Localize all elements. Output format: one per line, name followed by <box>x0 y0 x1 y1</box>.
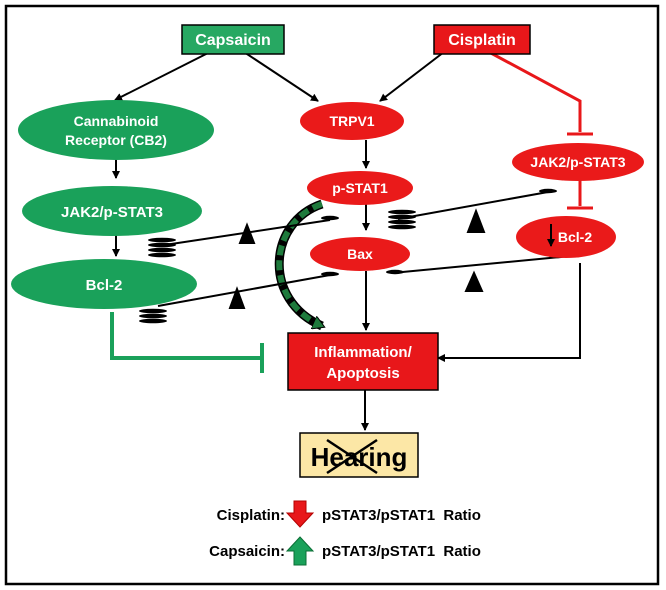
arrow-capsaicin-trpv1 <box>243 51 319 102</box>
hearing-box <box>299 432 419 478</box>
green-inhibition-line <box>110 312 264 373</box>
cross-out-icon <box>326 438 378 475</box>
legend-cisplatin-ratio: pSTAT3/pSTAT1 Ratio <box>322 507 481 524</box>
bcl2-right-node <box>516 216 616 258</box>
legend-capsaicin-label: Capsaicin: <box>209 543 285 560</box>
arrow-capsaicin-cb2 <box>114 51 211 101</box>
arrow-bcl2right-inflammation <box>437 263 581 362</box>
connectors <box>112 51 581 431</box>
inflammation-label-line2: Apoptosis <box>326 365 399 382</box>
seesaw-lower-left <box>157 274 331 307</box>
seesaw-fulcrum-lower-left <box>228 286 246 309</box>
inflammation-label-line1: Inflammation/ <box>314 344 412 361</box>
legend-capsaicin-ratio: pSTAT3/pSTAT1 Ratio <box>322 543 481 560</box>
seesaw-fulcrum-upper-left <box>238 222 256 244</box>
arrow-cisplatin-trpv1 <box>379 51 445 102</box>
bax-node <box>310 237 410 271</box>
seesaw-upper-right <box>397 191 549 220</box>
cisplatin-box <box>433 24 531 55</box>
red-inhibition-lines <box>488 50 593 210</box>
seesaw-lower-right <box>391 256 561 274</box>
cb2-label-line1: Cannabinoid <box>74 113 159 129</box>
cisplatin-label: Cisplatin <box>448 32 516 49</box>
hearing-label: Hearing <box>311 442 408 472</box>
jak2-left-node <box>22 186 202 236</box>
bax-label: Bax <box>347 246 373 262</box>
capsaicin-box <box>181 24 285 55</box>
bcl2-left-label: Bcl-2 <box>86 277 123 294</box>
cb2-node <box>18 100 214 160</box>
pstat1-node <box>307 171 413 205</box>
inflammation-box <box>287 332 439 391</box>
legend-cisplatin-label: Cisplatin: <box>217 507 285 524</box>
jak2-right-node <box>512 143 644 181</box>
capsaicin-label: Capsaicin <box>195 32 271 49</box>
bcl2-right-label: Bcl-2 <box>558 229 592 245</box>
trpv1-label: TRPV1 <box>329 113 374 129</box>
seesaw-fulcrum-lower-right <box>464 270 484 292</box>
seesaws <box>157 191 561 309</box>
cb2-label-line2: Receptor (CB2) <box>65 132 167 148</box>
red-down-arrow-icon <box>285 500 315 528</box>
jak2-left-label: JAK2/p-STAT3 <box>61 204 163 221</box>
jak2-right-label: JAK2/p-STAT3 <box>530 154 625 170</box>
seesaw-fulcrum-upper-right <box>466 208 486 233</box>
green-up-arrow-icon <box>285 536 315 566</box>
bcl2-left-node <box>11 259 197 309</box>
pstat1-label: p-STAT1 <box>332 180 388 196</box>
trpv1-node <box>300 102 404 140</box>
